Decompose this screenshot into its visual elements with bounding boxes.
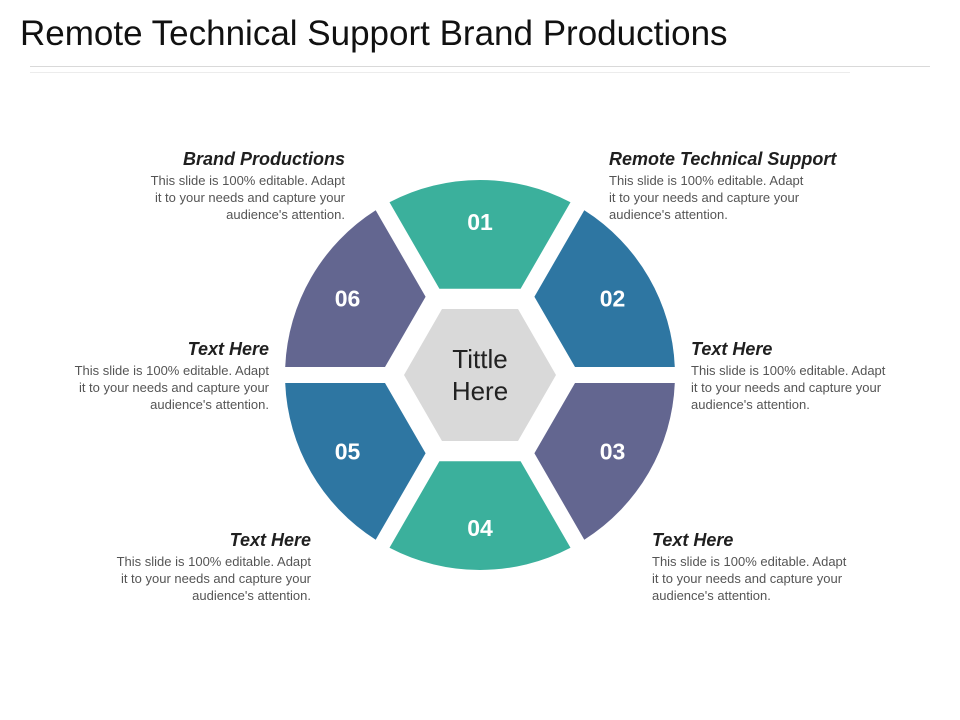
callout-body-line: it to your needs and capture your: [78, 380, 269, 395]
segment-number-05: 05: [335, 439, 361, 465]
center-title-line2: Here: [452, 376, 508, 406]
callout-body: This slide is 100% editable. Adapt it to…: [691, 362, 931, 413]
slide-title: Remote Technical Support Brand Productio…: [20, 14, 728, 53]
segment-number-04: 04: [467, 515, 493, 541]
callout-mid-right: Text Here This slide is 100% editable. A…: [691, 338, 931, 413]
callout-body-line: it to your needs and capture your: [154, 190, 345, 205]
callout-heading: Text Here: [691, 339, 773, 359]
title-divider: [30, 66, 930, 67]
callout-body: This slide is 100% editable. Adapt it to…: [652, 553, 892, 604]
callout-heading: Remote Technical Support: [609, 149, 837, 169]
callout-body-line: audience's attention.: [691, 397, 810, 412]
segment-06: [285, 210, 426, 367]
callout-body-line: it to your needs and capture your: [691, 380, 882, 395]
segment-number-02: 02: [600, 286, 626, 312]
callout-body-line: audience's attention.: [609, 207, 728, 222]
callout-body-line: This slide is 100% editable. Adapt: [609, 173, 804, 188]
callout-remote-technical-support: Remote Technical Support This slide is 1…: [609, 148, 849, 223]
segment-number-03: 03: [600, 439, 626, 465]
callout-body-line: audience's attention.: [652, 588, 771, 603]
callout-body-line: it to your needs and capture your: [120, 571, 311, 586]
segments-group: 01 02 03 04 05 06: [285, 180, 675, 570]
callout-heading: Brand Productions: [182, 149, 345, 169]
center-hexagon: [404, 309, 556, 441]
segment-04: [389, 461, 571, 570]
callout-body-line: audience's attention.: [192, 588, 311, 603]
callout-body-line: This slide is 100% editable. Adapt: [74, 363, 269, 378]
callout-body: This slide is 100% editable. Adapt it to…: [105, 172, 345, 223]
callout-body-line: it to your needs and capture your: [609, 190, 800, 205]
segment-05: [285, 383, 426, 540]
segment-number-01: 01: [467, 209, 493, 235]
title-divider-secondary: [30, 72, 850, 73]
callout-body-line: This slide is 100% editable. Adapt: [652, 554, 847, 569]
callout-body-line: it to your needs and capture your: [652, 571, 843, 586]
segment-03: [534, 383, 675, 540]
callout-body: This slide is 100% editable. Adapt it to…: [29, 362, 269, 413]
segment-01: [389, 180, 571, 289]
segment-02: [534, 210, 675, 367]
segment-number-06: 06: [335, 286, 361, 312]
callout-brand-productions: Brand Productions This slide is 100% edi…: [105, 148, 345, 223]
callout-heading: Text Here: [652, 530, 734, 550]
callout-bottom-right: Text Here This slide is 100% editable. A…: [652, 529, 892, 604]
callout-heading: Text Here: [229, 530, 311, 550]
callout-body-line: This slide is 100% editable. Adapt: [691, 363, 886, 378]
callout-body-line: This slide is 100% editable. Adapt: [150, 173, 345, 188]
callout-bottom-left: Text Here This slide is 100% editable. A…: [71, 529, 311, 604]
callout-body-line: This slide is 100% editable. Adapt: [116, 554, 311, 569]
center-title-line1: Tittle: [452, 344, 507, 374]
callout-body-line: audience's attention.: [150, 397, 269, 412]
callout-body: This slide is 100% editable. Adapt it to…: [71, 553, 311, 604]
callout-body-line: audience's attention.: [226, 207, 345, 222]
callout-heading: Text Here: [187, 339, 269, 359]
callout-body: This slide is 100% editable. Adapt it to…: [609, 172, 849, 223]
callout-mid-left: Text Here This slide is 100% editable. A…: [29, 338, 269, 413]
